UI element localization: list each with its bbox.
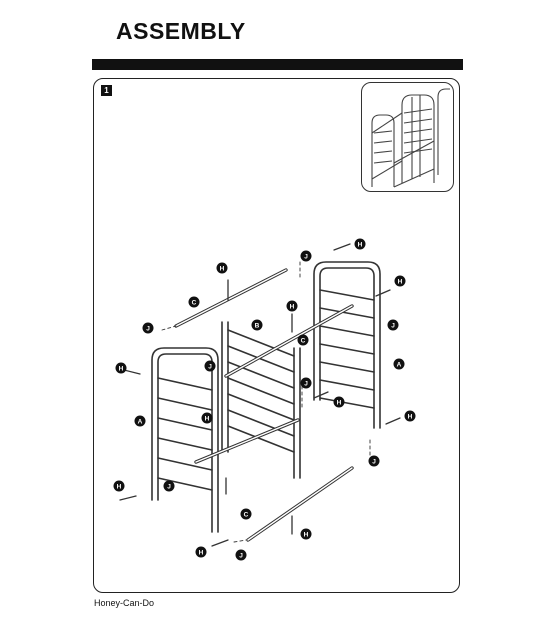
step-number-badge: 1	[101, 85, 112, 96]
label-j-7: J	[163, 480, 175, 492]
label-h-2: H	[354, 238, 366, 250]
label-j-3: J	[142, 322, 154, 334]
svg-text:H: H	[398, 279, 403, 286]
svg-text:C: C	[192, 300, 197, 307]
frame-a-left	[151, 347, 219, 533]
assembly-step-panel	[93, 78, 460, 593]
bolts-h	[119, 243, 401, 547]
assembled-preview-inset	[361, 82, 454, 192]
svg-text:A: A	[397, 362, 402, 369]
divider-b	[221, 321, 301, 479]
label-j-8: J	[235, 549, 247, 561]
label-b: B	[251, 319, 263, 331]
header-divider-bar	[92, 59, 463, 70]
label-h-11: H	[195, 546, 207, 558]
label-h-3: H	[394, 275, 406, 287]
svg-text:H: H	[117, 484, 122, 491]
label-j-2: J	[387, 319, 399, 331]
svg-text:H: H	[358, 242, 363, 249]
label-h-10: H	[300, 528, 312, 540]
label-h-4: H	[286, 300, 298, 312]
svg-text:A: A	[138, 419, 143, 426]
svg-text:J: J	[208, 364, 212, 371]
svg-text:H: H	[337, 400, 342, 407]
svg-text:H: H	[119, 366, 124, 373]
svg-text:J: J	[167, 484, 171, 491]
svg-text:J: J	[146, 326, 150, 333]
label-j-4: J	[204, 360, 216, 372]
svg-text:J: J	[372, 459, 376, 466]
label-h-9: H	[113, 480, 125, 492]
svg-text:J: J	[304, 381, 308, 388]
rails-c	[174, 268, 354, 542]
label-c-3: C	[240, 508, 252, 520]
svg-text:H: H	[205, 416, 210, 423]
label-h-5: H	[115, 362, 127, 374]
label-h-7: H	[201, 412, 213, 424]
svg-text:C: C	[244, 512, 249, 519]
label-c-2: C	[297, 334, 309, 346]
svg-text:H: H	[290, 304, 295, 311]
svg-text:J: J	[391, 323, 395, 330]
assembled-rack-illustration	[371, 88, 450, 188]
brand-footer: Honey-Can-Do	[94, 598, 155, 608]
label-h-1: H	[216, 262, 228, 274]
frame-a-right	[313, 261, 381, 429]
svg-text:J: J	[239, 553, 243, 560]
svg-text:H: H	[304, 532, 309, 539]
label-j-1: J	[300, 250, 312, 262]
label-a-2: A	[134, 415, 146, 427]
svg-text:J: J	[304, 254, 308, 261]
svg-text:H: H	[199, 550, 204, 557]
label-a-1: A	[393, 358, 405, 370]
label-h-6: H	[333, 396, 345, 408]
label-c-1: C	[188, 296, 200, 308]
label-h-8: H	[404, 410, 416, 422]
svg-text:B: B	[255, 323, 260, 330]
svg-text:H: H	[408, 414, 413, 421]
label-j-5: J	[300, 377, 312, 389]
svg-text:C: C	[301, 338, 306, 345]
label-j-6: J	[368, 455, 380, 467]
page-title: ASSEMBLY	[116, 18, 246, 44]
svg-text:H: H	[220, 266, 225, 273]
